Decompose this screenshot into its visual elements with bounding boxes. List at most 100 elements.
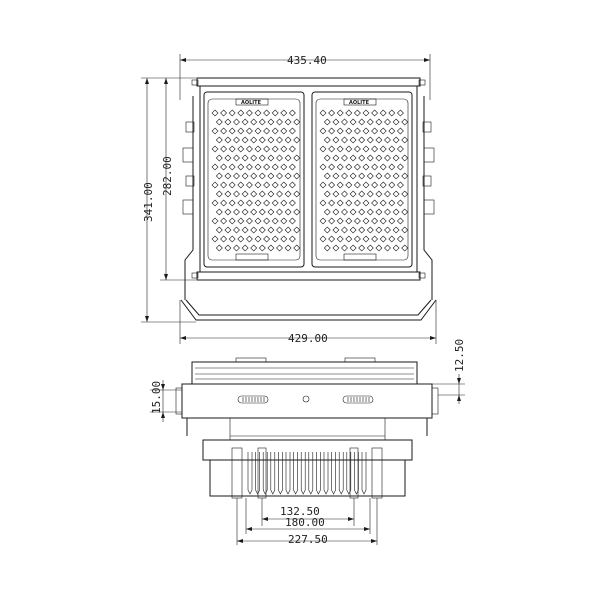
led-lens <box>358 208 366 216</box>
led-lens <box>233 172 240 180</box>
led-lens <box>396 145 404 153</box>
heatsink-fin <box>270 452 276 495</box>
led-lens <box>366 190 374 198</box>
led-lens <box>328 145 336 153</box>
led-lens <box>323 244 331 252</box>
led-lens <box>241 190 249 198</box>
led-lens <box>228 127 236 135</box>
led-lens <box>276 172 283 180</box>
led-lens <box>401 226 409 234</box>
led-lens <box>341 136 348 144</box>
led-lens <box>384 136 391 144</box>
led-lens <box>379 127 387 135</box>
side-offset-label: 12.50 <box>453 339 466 372</box>
led-lens <box>392 136 400 144</box>
top-rail <box>196 77 421 87</box>
led-lens <box>258 208 266 216</box>
logo-left: AOLITE <box>241 100 262 106</box>
led-lens <box>263 235 271 243</box>
led-lens <box>328 217 336 225</box>
led-lens <box>276 244 283 252</box>
led-lens <box>254 109 262 117</box>
hole-spacing-1-label: 132.50 <box>280 505 320 518</box>
led-lens <box>362 217 370 225</box>
led-lens <box>237 181 245 189</box>
dimension-side-small: 15.00 <box>150 380 182 422</box>
led-lens <box>263 109 271 117</box>
led-lens <box>362 145 370 153</box>
led-lens <box>258 190 266 198</box>
dimension-hole-spacing-1: 132.50 <box>261 498 355 526</box>
led-lens <box>263 181 271 189</box>
led-lens <box>384 172 391 180</box>
led-lens <box>323 118 331 126</box>
led-lens <box>228 199 236 207</box>
led-lens <box>276 208 283 216</box>
bracket-width-label: 429.00 <box>288 332 328 345</box>
led-lens <box>401 118 409 126</box>
led-lens <box>250 154 258 162</box>
led-lens <box>224 172 232 180</box>
heatsink-base <box>202 439 413 461</box>
led-lens <box>341 154 348 162</box>
led-lens <box>401 172 409 180</box>
led-lens <box>220 163 228 171</box>
led-lens <box>336 217 344 225</box>
led-lens <box>271 127 279 135</box>
led-lens <box>271 145 279 153</box>
led-lens <box>288 199 296 207</box>
led-lens <box>341 190 348 198</box>
led-lens <box>241 118 249 126</box>
led-lens <box>258 154 266 162</box>
led-lens <box>215 118 223 126</box>
heatsink-fin <box>300 452 306 495</box>
led-lens <box>336 145 344 153</box>
led-lens <box>388 163 396 171</box>
led-lens <box>379 235 387 243</box>
hole-spacing-2-label: 180.00 <box>285 516 325 529</box>
led-lens <box>396 181 404 189</box>
led-lens <box>224 118 232 126</box>
led-lens <box>375 226 383 234</box>
led-lens <box>349 118 357 126</box>
led-lens <box>379 199 387 207</box>
led-lens <box>323 154 331 162</box>
led-lens <box>358 154 366 162</box>
led-lens <box>396 235 404 243</box>
heatsink-fins <box>247 452 367 495</box>
led-lens <box>263 199 271 207</box>
led-lens <box>211 199 219 207</box>
led-lens <box>401 244 409 252</box>
led-lens <box>319 145 327 153</box>
led-lens <box>362 181 370 189</box>
led-lens <box>336 109 344 117</box>
led-lens <box>241 226 249 234</box>
led-lens <box>319 217 327 225</box>
led-lens <box>371 199 379 207</box>
heatsink-fin <box>255 452 260 495</box>
led-lens <box>271 109 279 117</box>
led-lens <box>379 163 387 171</box>
led-lens <box>353 235 361 243</box>
led-lens <box>366 244 374 252</box>
led-lens <box>288 109 296 117</box>
led-lens <box>237 163 245 171</box>
led-lens <box>366 136 374 144</box>
led-lens <box>284 154 292 162</box>
led-lens <box>228 217 236 225</box>
led-lens <box>388 181 396 189</box>
heatsink-fin <box>338 452 344 495</box>
led-lens <box>366 226 374 234</box>
led-lens <box>388 235 396 243</box>
led-lens <box>353 199 361 207</box>
led-lens <box>384 208 391 216</box>
led-lens <box>245 127 253 135</box>
led-lens <box>284 226 292 234</box>
led-lens <box>328 127 336 135</box>
led-lens <box>267 172 275 180</box>
led-lens <box>284 190 292 198</box>
mount-post-4 <box>371 447 383 499</box>
led-lens <box>401 136 409 144</box>
led-lens <box>375 244 383 252</box>
led-lens <box>288 145 296 153</box>
